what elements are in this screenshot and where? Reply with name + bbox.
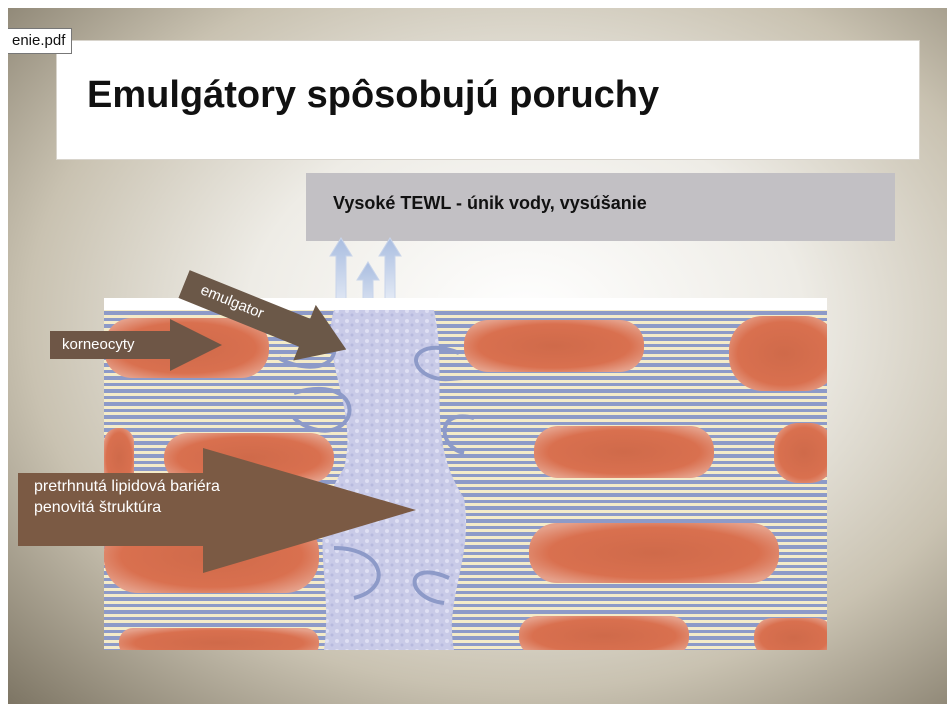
korneocyty-label: korneocyty — [62, 336, 135, 353]
file-name-label: enie.pdf — [12, 32, 65, 49]
barrier-label-line1: pretrhnutá lipidová bariéra — [34, 476, 220, 497]
barrier-label-line2: penovitá štruktúra — [34, 497, 220, 518]
tewl-label: Vysoké TEWL - únik vody, vysúšanie — [333, 193, 647, 214]
title-box: Emulgátory spôsobujú poruchy — [56, 40, 920, 160]
barrier-label: pretrhnutá lipidová bariéra penovitá štr… — [34, 476, 220, 518]
file-name-tab[interactable]: enie.pdf — [8, 28, 72, 54]
slide-title: Emulgátory spôsobujú poruchy — [87, 74, 659, 117]
tewl-box: Vysoké TEWL - únik vody, vysúšanie — [306, 173, 895, 241]
slide: enie.pdf Emulgátory spôsobujú poruchy Vy… — [8, 8, 947, 704]
korneocyty-arrow: korneocyty — [50, 319, 222, 371]
